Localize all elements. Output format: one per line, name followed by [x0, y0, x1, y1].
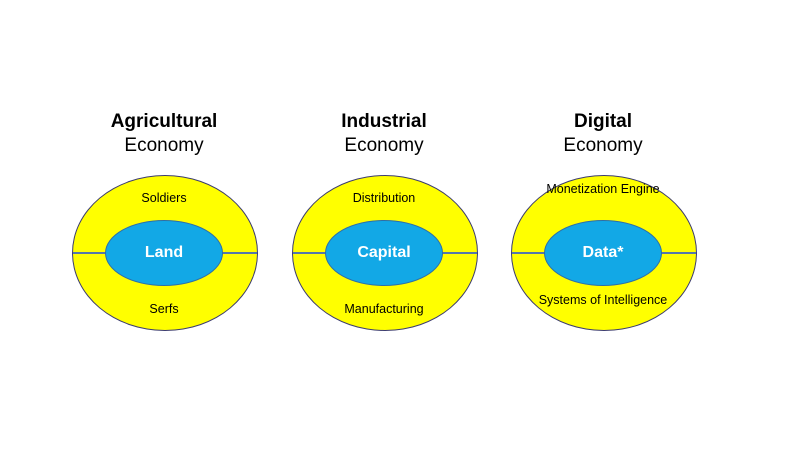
bottom-label: Systems of Intelligence: [538, 293, 668, 307]
core-label: Data*: [582, 244, 624, 261]
inner-ellipse: Land: [105, 220, 223, 286]
economy-subtitle: Economy: [344, 135, 424, 156]
top-label: Monetization Engine: [546, 182, 660, 196]
bottom-label: Serfs: [149, 302, 179, 316]
top-label: Soldiers: [141, 191, 187, 205]
core-label: Capital: [357, 244, 411, 261]
economy-title: Digital: [573, 111, 633, 132]
bottom-label: Manufacturing: [344, 302, 424, 316]
economy-agricultural: Agricultural Economy Soldiers Land Serfs: [64, 0, 264, 450]
economy-title: Agricultural: [110, 111, 218, 132]
economy-title: Industrial: [341, 111, 427, 132]
economy-subtitle: Economy: [563, 135, 643, 156]
economy-subtitle: Economy: [124, 135, 204, 156]
core-label: Land: [144, 244, 184, 261]
inner-ellipse: Data*: [544, 220, 662, 286]
inner-ellipse: Capital: [325, 220, 443, 286]
economy-digital: Digital Economy Monetization Engine Data…: [503, 0, 703, 450]
top-label: Distribution: [352, 191, 416, 205]
economy-industrial: Industrial Economy Distribution Capital …: [284, 0, 484, 450]
